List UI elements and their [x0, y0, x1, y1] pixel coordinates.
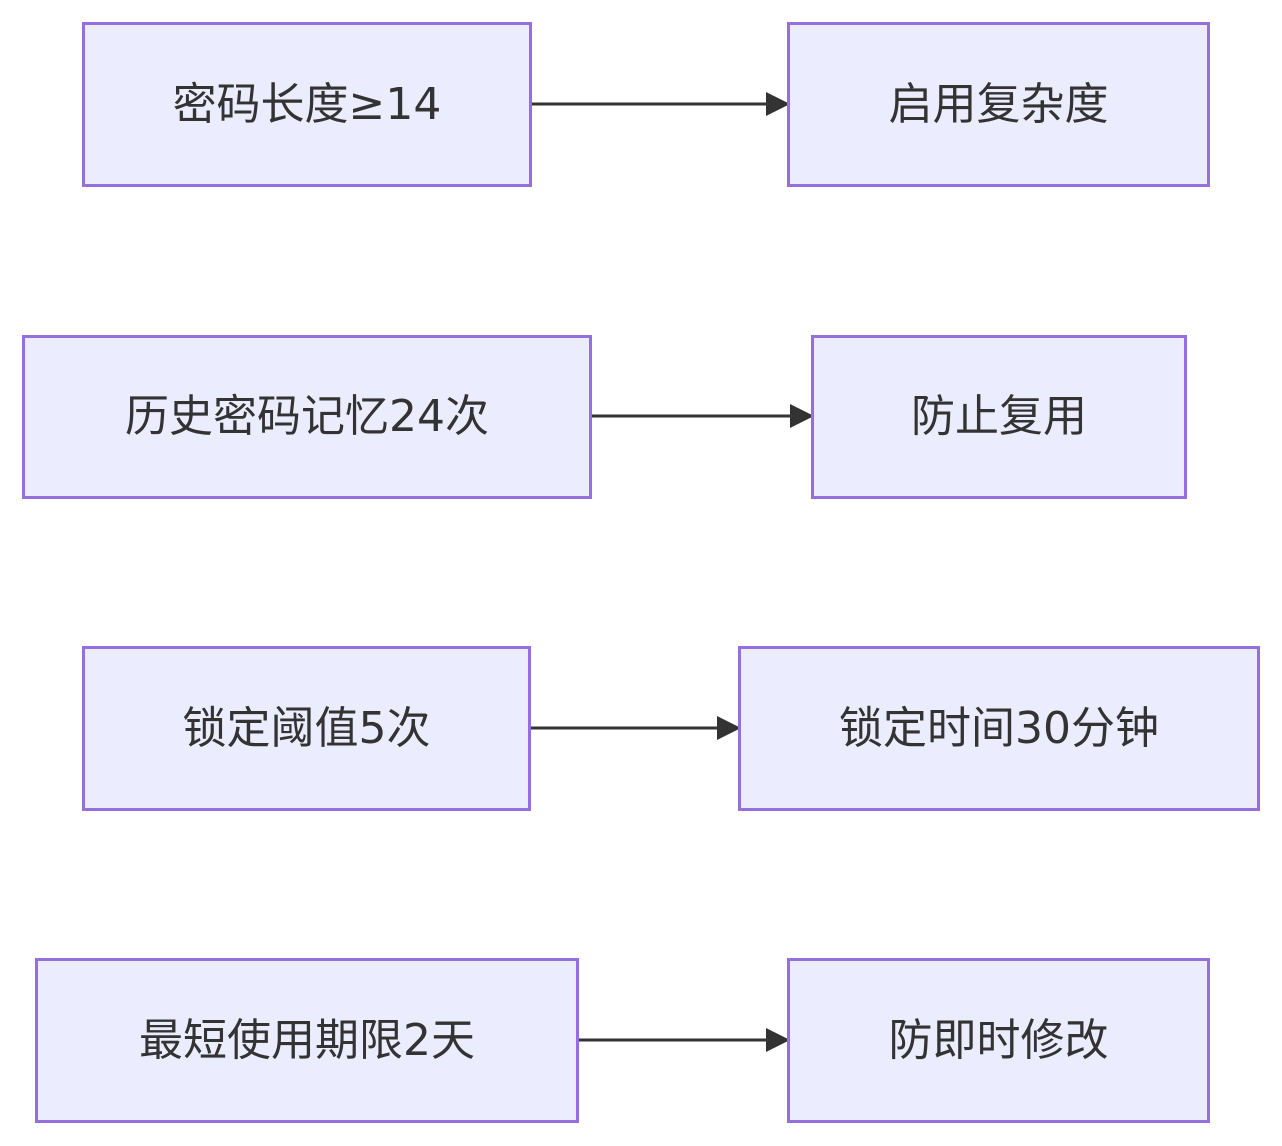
node-minimum-password-age: 最短使用期限2天: [35, 958, 579, 1123]
node-label: 历史密码记忆24次: [125, 391, 489, 442]
node-label: 防即时修改: [888, 1014, 1109, 1066]
node-password-length: 密码长度≥14: [82, 22, 532, 187]
edge-row-1: [532, 92, 790, 116]
node-label: 锁定阈值5次: [182, 702, 431, 754]
node-label: 最短使用期限2天: [139, 1014, 475, 1066]
node-label: 启用复杂度: [888, 78, 1109, 130]
edge-row-3: [531, 716, 741, 740]
arrowhead-icon: [717, 716, 741, 740]
arrowhead-icon: [790, 404, 814, 428]
edge-row-2: [592, 404, 814, 428]
node-label: 防止复用: [911, 391, 1087, 442]
node-lockout-duration: 锁定时间30分钟: [738, 646, 1260, 811]
node-prevent-reuse: 防止复用: [811, 335, 1187, 499]
node-label: 锁定时间30分钟: [839, 702, 1159, 754]
node-prevent-immediate-change: 防即时修改: [787, 958, 1210, 1123]
arrowhead-icon: [766, 1028, 790, 1052]
node-lockout-threshold: 锁定阈值5次: [82, 646, 531, 811]
edge-row-4: [579, 1028, 790, 1052]
node-password-history: 历史密码记忆24次: [22, 335, 592, 499]
node-enable-complexity: 启用复杂度: [787, 22, 1210, 187]
node-label: 密码长度≥14: [172, 78, 442, 130]
arrowhead-icon: [766, 92, 790, 116]
